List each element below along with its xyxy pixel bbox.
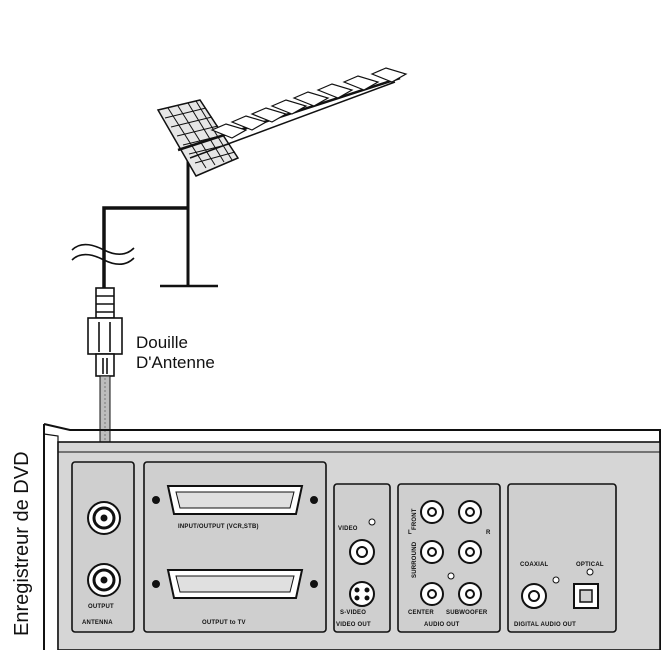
optical-label: OPTICAL (576, 562, 604, 568)
dvd-recorder: OUTPUT ANTENNA INPUT/OUTPUT (VCR,STB) OU… (43, 423, 661, 650)
rf-output-jack (87, 563, 121, 597)
audio-surround-right-jack (458, 540, 482, 564)
video-out-label: VIDEO OUT (336, 622, 371, 628)
front-label: FRONT (412, 508, 418, 530)
right-channel-label: R (486, 530, 491, 536)
audio-surround-left-jack (420, 540, 444, 564)
antenna-directors (210, 67, 408, 139)
audio-subwoofer-jack (458, 582, 482, 606)
svideo-label: S-VIDEO (340, 610, 366, 616)
antenna-reflector-grid (156, 99, 240, 177)
rf-output-label: OUTPUT (88, 604, 114, 610)
audio-front-left-jack (420, 500, 444, 524)
video-jack-label: VIDEO (338, 526, 358, 532)
composite-video-jack (349, 539, 375, 565)
antenna-in-jack (87, 501, 121, 535)
scart2-label: OUTPUT to TV (202, 620, 246, 626)
antenna-icon (102, 67, 408, 288)
coaxial-jack (521, 583, 547, 609)
digital-audio-out-label: DIGITAL AUDIO OUT (514, 622, 576, 628)
digital-audio-out-section (507, 483, 617, 633)
surround-label: SURROUND (412, 541, 418, 578)
audio-out-label: AUDIO OUT (424, 622, 460, 628)
antenna-plug-icon (87, 287, 123, 377)
antenna-section (71, 461, 135, 633)
scart1-label: INPUT/OUTPUT (VCR,STB) (178, 524, 259, 530)
device-label: Enregistreur de DVD (11, 451, 33, 636)
socket-label-line2: D'Antenne (136, 353, 215, 372)
socket-label-line1: Douille (136, 333, 188, 352)
antenna-section-label: ANTENNA (82, 620, 113, 626)
optical-jack (573, 583, 599, 609)
audio-front-right-jack (458, 500, 482, 524)
scart-connector-1 (152, 485, 318, 515)
coaxial-label: COAXIAL (520, 562, 549, 568)
cable-break-icon (71, 243, 135, 266)
subwoofer-label: SUBWOOFER (446, 610, 488, 616)
audio-center-jack (420, 582, 444, 606)
center-label: CENTER (408, 610, 434, 616)
svideo-jack (349, 581, 375, 607)
scart-connector-2 (152, 569, 318, 599)
left-channel-label: L (408, 530, 412, 536)
